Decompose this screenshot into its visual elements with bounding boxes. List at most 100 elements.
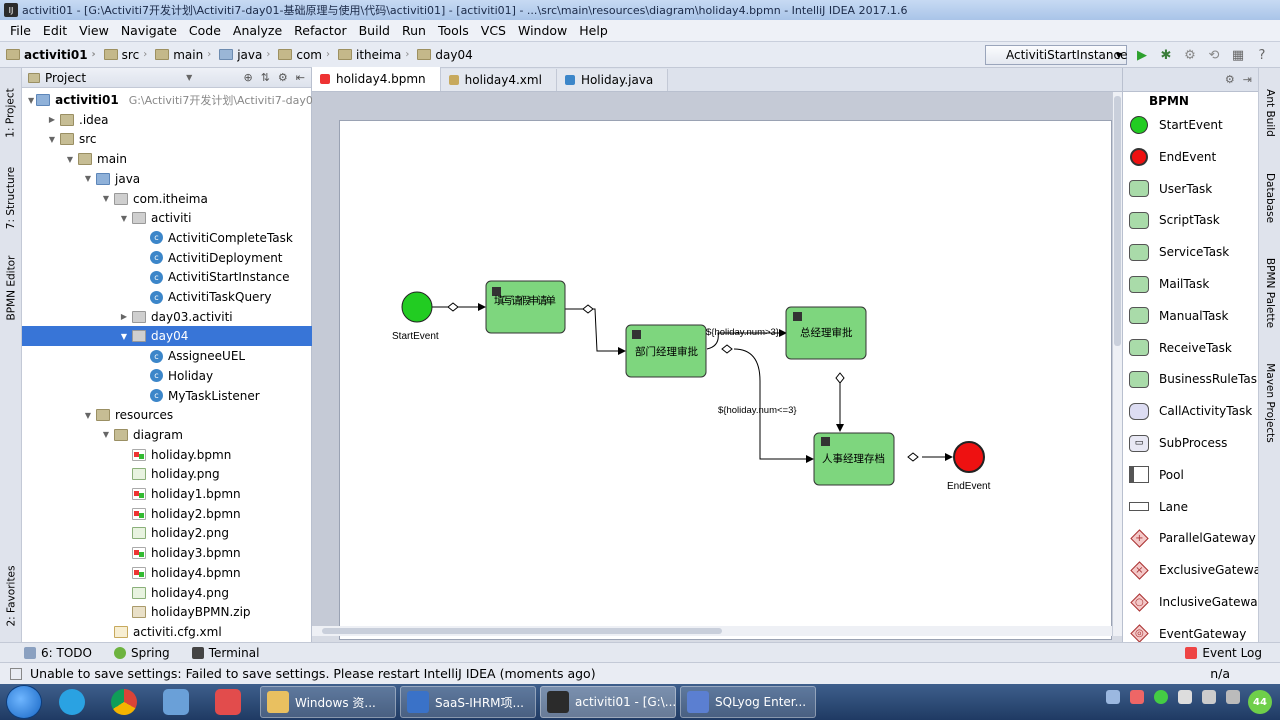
todo-tab[interactable]: 6: TODO bbox=[24, 646, 92, 660]
tree-item-holiday4-bpmn[interactable]: holiday4.bpmn bbox=[22, 563, 312, 583]
palette-item-scripttask[interactable]: ScriptTask bbox=[1129, 208, 1220, 232]
tree-item-day03-activiti[interactable]: ▶day03.activiti bbox=[22, 307, 312, 327]
status-message[interactable]: Unable to save settings: Failed to save … bbox=[30, 666, 596, 681]
spring-tab[interactable]: Spring bbox=[113, 646, 170, 660]
expand-arrow-icon[interactable]: ▼ bbox=[102, 430, 110, 440]
expand-arrow-icon[interactable]: ▼ bbox=[84, 174, 92, 184]
end-event[interactable] bbox=[953, 441, 985, 473]
expand-arrow-icon[interactable]: ▼ bbox=[120, 331, 128, 341]
palette-item-endevent[interactable]: EndEvent bbox=[1129, 145, 1216, 169]
tree-item-com-itheima[interactable]: ▼com.itheima bbox=[22, 189, 312, 209]
palette-item-subprocess[interactable]: ▭SubProcess bbox=[1129, 431, 1227, 455]
breadcrumb-item-day04[interactable]: day04 bbox=[417, 48, 473, 62]
sogou-icon[interactable] bbox=[1130, 690, 1144, 704]
menu-refactor[interactable]: Refactor bbox=[294, 23, 347, 38]
tree-item-activiti[interactable]: ▼activiti bbox=[22, 208, 312, 228]
coverage-icon[interactable]: ⚙ bbox=[1184, 47, 1196, 63]
menu-help[interactable]: Help bbox=[579, 23, 608, 38]
palette-item-manualtask[interactable]: ManualTask bbox=[1129, 304, 1229, 328]
gear-icon[interactable]: ⚙ bbox=[277, 71, 288, 84]
tab-holiday-java[interactable]: Holiday.java bbox=[556, 69, 669, 91]
palette-item-businessruletask[interactable]: BusinessRuleTask bbox=[1129, 367, 1264, 391]
flow-dept-to-hr[interactable] bbox=[733, 348, 814, 463]
palette-item-lane[interactable]: Lane bbox=[1129, 495, 1188, 519]
speaker-icon[interactable] bbox=[1202, 690, 1216, 704]
collapse-arrow-icon[interactable]: ▶ bbox=[48, 115, 56, 125]
menu-view[interactable]: View bbox=[79, 23, 109, 38]
expand-arrow-icon[interactable]: ▼ bbox=[48, 134, 56, 144]
palette-item-exclusivegateway[interactable]: ×ExclusiveGateway bbox=[1129, 558, 1268, 582]
tree-item-holiday2-bpmn[interactable]: holiday2.bpmn bbox=[22, 504, 312, 524]
palette-item-mailtask[interactable]: MailTask bbox=[1129, 272, 1209, 296]
task-hr-manager-archive[interactable]: 人事经理存档 bbox=[813, 432, 895, 486]
tab-bpmn-editor[interactable]: BPMN Editor bbox=[5, 255, 17, 321]
project-panel-title[interactable]: Project bbox=[45, 70, 87, 85]
tree-item-src[interactable]: ▼src bbox=[22, 129, 312, 149]
palette-item-parallelgateway[interactable]: +ParallelGateway bbox=[1129, 526, 1256, 550]
sync-icon[interactable]: ⊕ bbox=[243, 71, 253, 84]
status-toggle-icon[interactable] bbox=[10, 667, 22, 680]
tree-item-activiti-cfg-xml[interactable]: activiti.cfg.xml bbox=[22, 622, 312, 642]
tree-item-holiday4-png[interactable]: holiday4.png bbox=[22, 583, 312, 603]
breadcrumb-item-itheima[interactable]: itheima› bbox=[337, 48, 413, 62]
pinned-ie[interactable] bbox=[50, 686, 94, 718]
menu-edit[interactable]: Edit bbox=[42, 23, 68, 38]
pinned-chrome[interactable] bbox=[102, 686, 146, 718]
tab-favorites[interactable]: 2: Favorites bbox=[5, 565, 17, 627]
tree-item-holiday3-bpmn[interactable]: holiday3.bpmn bbox=[22, 543, 312, 563]
palette-item-startevent[interactable]: StartEvent bbox=[1129, 113, 1223, 137]
taskbar-window-2[interactable]: SaaS-IHRM项... bbox=[400, 686, 536, 718]
hide-icon[interactable]: ⇥ bbox=[1242, 73, 1252, 86]
tab-database[interactable]: Database bbox=[1264, 172, 1277, 224]
menu-build[interactable]: Build bbox=[358, 23, 390, 38]
tab-bpmn-palette[interactable]: BPMN Palette bbox=[1264, 257, 1276, 329]
breadcrumb-item-com[interactable]: com› bbox=[278, 48, 334, 62]
tree-item-holiday-bpmn[interactable]: holiday.bpmn bbox=[22, 445, 312, 465]
network-icon[interactable] bbox=[1226, 690, 1240, 704]
tab-holiday4-bpmn[interactable]: holiday4.bpmn bbox=[312, 67, 441, 91]
tab-maven-projects[interactable]: Maven Projects bbox=[1264, 363, 1276, 443]
taskbar-window-3[interactable]: activiti01 - [G:\... bbox=[540, 686, 676, 718]
horizontal-scrollbar[interactable] bbox=[312, 626, 1112, 636]
menu-vcs[interactable]: VCS bbox=[480, 23, 506, 38]
menu-window[interactable]: Window bbox=[517, 23, 568, 38]
tree-item-day04[interactable]: ▼day04 bbox=[22, 326, 312, 347]
tree-item-resources[interactable]: ▼resources bbox=[22, 405, 312, 425]
palette-item-eventgateway[interactable]: ◎EventGateway bbox=[1129, 622, 1246, 646]
clock-badge[interactable]: 44 bbox=[1248, 690, 1272, 714]
breadcrumb-item-activiti01[interactable]: activiti01› bbox=[6, 48, 100, 62]
breadcrumb-item-main[interactable]: main› bbox=[155, 48, 215, 62]
menu-analyze[interactable]: Analyze bbox=[232, 23, 283, 38]
flow-dept-to-general[interactable] bbox=[706, 329, 787, 350]
tree-item-holiday1-bpmn[interactable]: holiday1.bpmn bbox=[22, 484, 312, 504]
palette-item-receivetask[interactable]: ReceiveTask bbox=[1129, 336, 1232, 360]
pinned-player[interactable] bbox=[206, 686, 250, 718]
vertical-scrollbar[interactable] bbox=[1112, 92, 1122, 636]
expand-arrow-icon[interactable]: ▼ bbox=[84, 410, 92, 420]
run-icon[interactable]: ▶ bbox=[1137, 47, 1147, 63]
event-log-tab[interactable]: Event Log bbox=[1185, 646, 1262, 660]
help-icon[interactable]: ? bbox=[1258, 47, 1266, 63]
palette-item-inclusivegateway[interactable]: ○InclusiveGateway bbox=[1129, 590, 1265, 614]
collapse-arrow-icon[interactable]: ▶ bbox=[120, 312, 128, 322]
taskbar-window-4[interactable]: SQLyog Enter... bbox=[680, 686, 816, 718]
expand-arrow-icon[interactable]: ▼ bbox=[66, 154, 74, 164]
tab-structure[interactable]: 7: Structure bbox=[5, 166, 17, 230]
menu-code[interactable]: Code bbox=[188, 23, 221, 38]
tab-project[interactable]: 1: Project bbox=[5, 88, 18, 138]
menu-tools[interactable]: Tools bbox=[437, 23, 469, 38]
breadcrumb-item-src[interactable]: src› bbox=[103, 48, 152, 62]
chevron-down-icon[interactable]: ▼ bbox=[186, 73, 193, 82]
gear-icon[interactable]: ⚙ bbox=[1224, 73, 1235, 86]
keyboard-icon[interactable] bbox=[1106, 690, 1120, 704]
collapse-icon[interactable]: ⇅ bbox=[260, 71, 270, 84]
tree-item-holiday2-png[interactable]: holiday2.png bbox=[22, 523, 312, 543]
shield-icon[interactable] bbox=[1178, 690, 1192, 704]
start-button[interactable] bbox=[6, 685, 42, 719]
